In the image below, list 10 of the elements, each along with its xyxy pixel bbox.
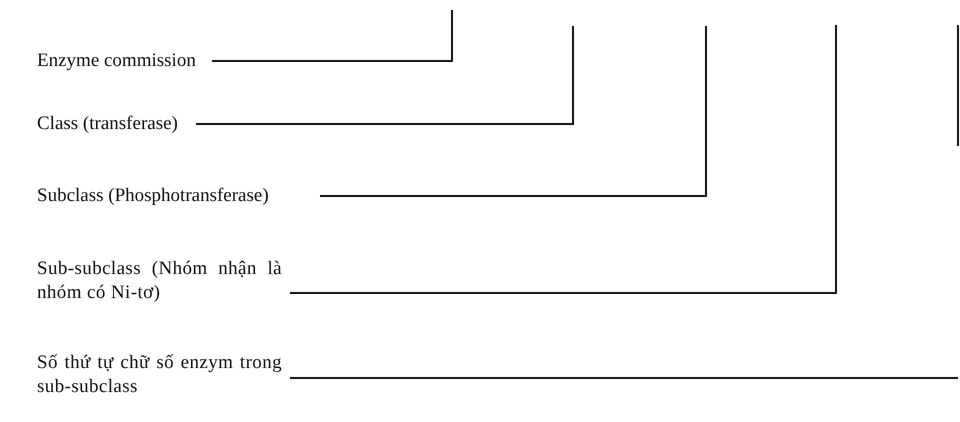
- label-text: Sub-subclass (Nhóm nhận là nhóm có Ni-tơ): [37, 257, 282, 305]
- leader-line: [289, 24, 959, 379]
- leader-line: [212, 10, 453, 62]
- label-text: Class (transferase): [37, 112, 197, 136]
- label-text: Số thứ tự chữ số enzym trong sub-subclass: [37, 351, 282, 399]
- leader-line: [196, 26, 574, 125]
- label-text: Subclass (Phosphotransferase): [37, 184, 320, 208]
- leader-line: [290, 25, 837, 294]
- leader-line: [320, 26, 707, 197]
- label-text: Enzyme commission: [37, 49, 217, 73]
